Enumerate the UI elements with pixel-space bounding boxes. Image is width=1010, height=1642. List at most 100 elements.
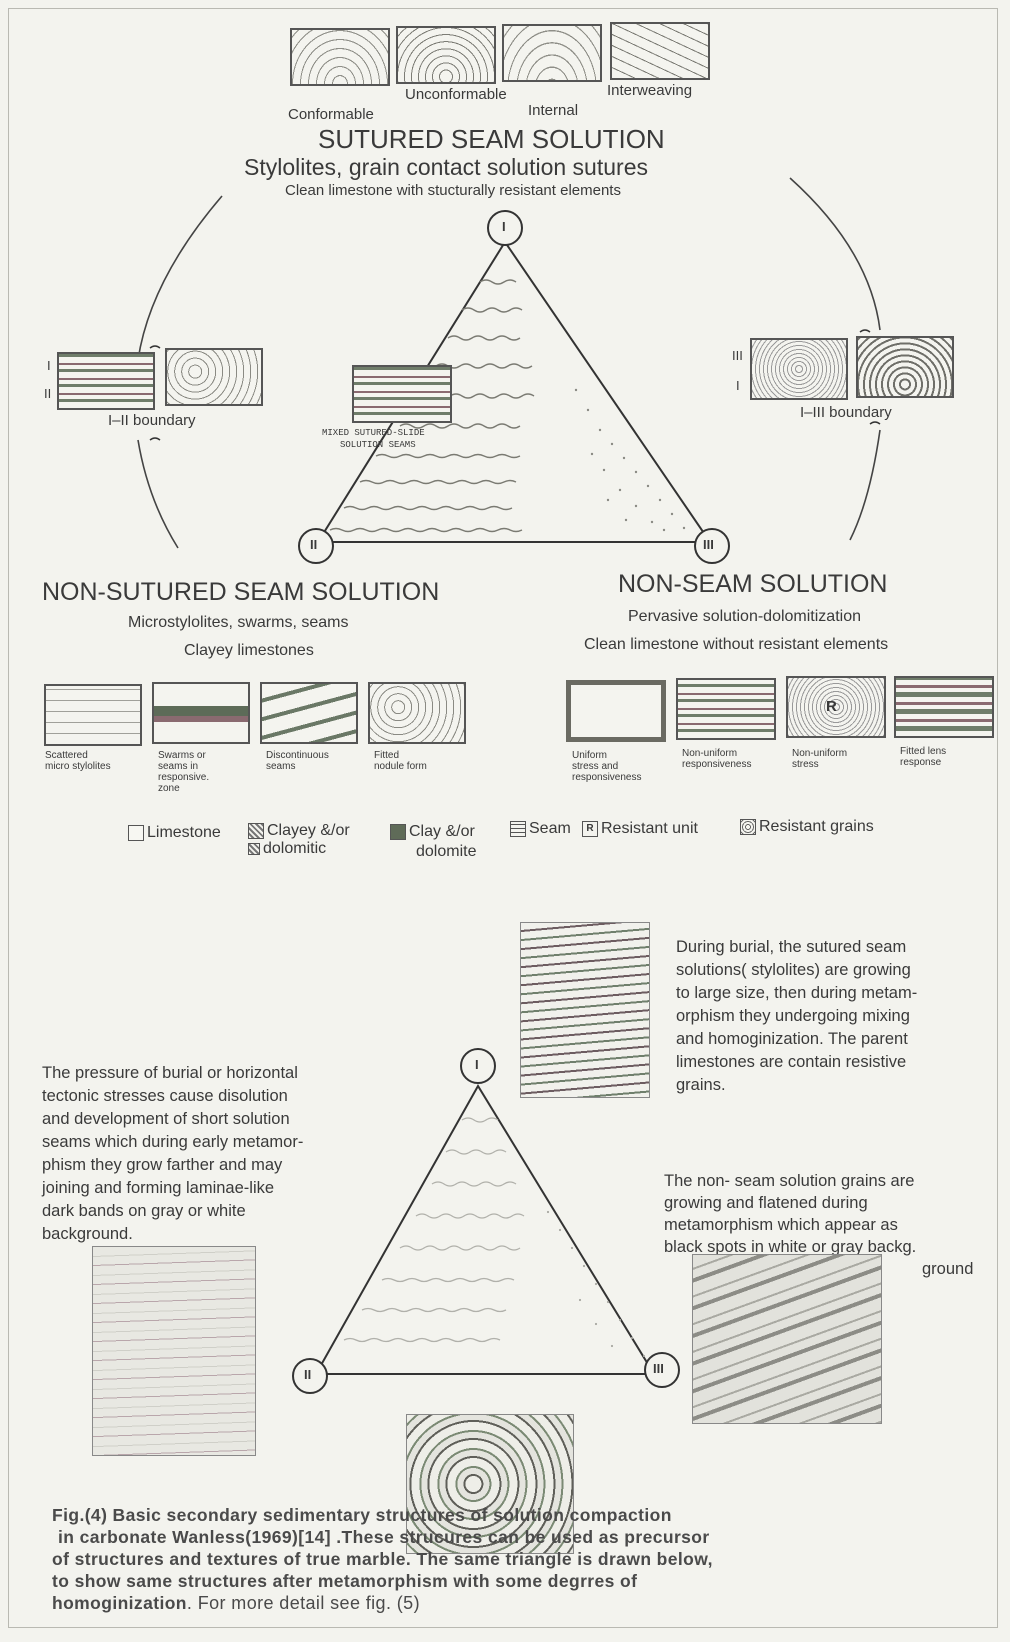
text-right-top-line-3: to large size, then during metam- xyxy=(676,984,918,1002)
lower-vertex-ii-circle xyxy=(292,1358,328,1394)
i-iii-roman-bottom: I xyxy=(736,378,740,393)
i-iii-boundary-label: I–III boundary xyxy=(800,404,892,421)
non-uniform-stress-thumbnail xyxy=(786,676,886,738)
left-arc xyxy=(137,195,223,361)
non-uniform-responsiveness-thumbnail xyxy=(676,678,776,740)
fitted-lens-caption-line1: Fitted lens xyxy=(900,746,947,757)
left-photo-seams xyxy=(92,1246,256,1456)
text-right-top-line-5: and homoginization. The parent xyxy=(676,1030,908,1048)
fitted-nodule-caption: Fitted nodule form xyxy=(374,750,427,772)
upper-vertex-iii-circle xyxy=(694,528,730,564)
scattered-thumbnail xyxy=(44,684,142,746)
non-uniform-responsiveness-caption-line1: Non-uniform xyxy=(682,748,738,759)
legend: Limestone Clayey &/or dolomitic Clay &/o… xyxy=(128,818,928,870)
caption-line-5-text: homoginization xyxy=(52,1593,187,1613)
scattered-caption-line1: Scattered xyxy=(45,750,88,761)
text-right-top-line-2: solutions( stylolites) are growing xyxy=(676,961,911,979)
mixed-seams-label-1: MIXED SUTURED-SLIDE xyxy=(322,428,425,438)
legend-clay-label-2: dolomite xyxy=(416,843,477,860)
internal-thumbnail xyxy=(502,24,602,82)
upper-vertex-ii-label: II xyxy=(310,537,318,552)
non-seam-description: Clean limestone without resistant elemen… xyxy=(584,636,889,653)
conformable-thumbnail xyxy=(290,28,390,86)
text-right-top-line-6: limestones are contain resistive xyxy=(676,1053,907,1071)
lower-triangle xyxy=(314,1084,656,1375)
figure-caption: Fig.(4) Basic secondary sedimentary stru… xyxy=(52,1504,713,1614)
text-left: The pressure of burial or horizontal tec… xyxy=(42,1062,303,1246)
legend-resistant-grains-label: Resistant grains xyxy=(759,818,874,835)
lower-vertex-i-label: I xyxy=(475,1057,479,1072)
figure-frame xyxy=(8,8,998,1628)
text-right-top-line-4: orphism they undergoing mixing xyxy=(676,1007,910,1025)
scattered-caption-line2: micro stylolites xyxy=(45,761,111,772)
text-right-mid-line-2: growing and flatened during xyxy=(664,1194,868,1212)
text-left-line-3: and development of short solution xyxy=(42,1110,290,1128)
legend-clayey-label-2: dolomitic xyxy=(263,840,327,857)
lower-vertex-ii-label: II xyxy=(304,1367,312,1382)
i-ii-boundary-label: I–II boundary xyxy=(108,412,196,429)
non-uniform-responsiveness-caption-line2: responsiveness xyxy=(682,759,752,770)
uniform-stress-caption-line2: stress and xyxy=(572,761,619,772)
i-ii-thumbnail-left xyxy=(57,352,155,410)
fitted-nodule-thumbnail xyxy=(368,682,466,744)
interweaving-thumbnail xyxy=(610,22,710,80)
legend-seam: Seam xyxy=(510,820,571,838)
uniform-stress-caption: Uniform stress and responsiveness xyxy=(572,750,641,783)
legend-limestone: Limestone xyxy=(128,824,221,842)
swarms-caption-line2: seams in xyxy=(158,761,199,772)
clayey-swatch-2 xyxy=(248,842,260,855)
non-uniform-stress-caption-line2: stress xyxy=(792,759,819,770)
upper-vertex-iii-label: III xyxy=(703,537,714,552)
non-uniform-stress-caption: Non-uniform stress xyxy=(792,748,847,770)
caption-line-5: homoginization. For more detail see fig.… xyxy=(52,1592,713,1614)
text-left-line-2: tectonic stresses cause disolution xyxy=(42,1087,288,1105)
mixed-seams-thumbnail xyxy=(352,365,452,423)
unconformable-thumbnail xyxy=(396,26,496,84)
legend-seam-label: Seam xyxy=(529,820,571,837)
swarms-caption-line1: Swarms or xyxy=(158,750,206,761)
text-left-line-4: seams which during early metamor- xyxy=(42,1133,304,1151)
resistant-unit-swatch: R xyxy=(582,820,598,837)
interweaving-label: Interweaving xyxy=(607,82,693,99)
text-right-top: During burial, the sutured seam solution… xyxy=(676,936,917,1097)
lower-vertex-iii-label: III xyxy=(653,1361,664,1376)
right-arc xyxy=(789,177,881,331)
upper-vertex-i-label: I xyxy=(502,219,506,234)
right-photo-spots xyxy=(692,1254,882,1424)
non-uniform-stress-r-mark: R xyxy=(826,698,837,715)
discontinuous-caption-line2: seams xyxy=(266,761,296,772)
caption-line-2: in carbonate Wanless(1969)[14] .These st… xyxy=(58,1527,710,1547)
upper-triangle-diagram xyxy=(137,177,881,564)
text-right-top-line-1: During burial, the sutured seam xyxy=(676,938,907,956)
upper-triangle-seams xyxy=(329,279,535,533)
lower-vertex-iii-circle xyxy=(644,1352,680,1388)
lower-vertex-i-circle xyxy=(460,1048,496,1084)
mixed-seams-label-2: SOLUTION SEAMS xyxy=(340,440,416,450)
text-left-line-7: dark bands on gray or white xyxy=(42,1202,246,1220)
sutured-subtitle: Stylolites, grain contact solution sutur… xyxy=(244,154,648,180)
non-uniform-stress-caption-line1: Non-uniform xyxy=(792,748,848,759)
swarms-caption: Swarms or seams in responsive. zone xyxy=(158,750,209,794)
swarms-caption-line3: responsive. xyxy=(158,772,210,783)
upper-vertex-i-circle xyxy=(487,210,523,246)
fitted-nodule-caption-line2: nodule form xyxy=(374,761,427,772)
lower-triangle-seams xyxy=(343,1117,525,1343)
legend-clayey: Clayey &/or dolomitic xyxy=(248,822,350,858)
upper-vertex-ii-circle xyxy=(298,528,334,564)
sutured-description: Clean limestone with stucturally resista… xyxy=(285,182,621,199)
unconformable-label: Unconformable xyxy=(405,86,507,103)
non-seam-title: NON-SEAM SOLUTION xyxy=(618,570,888,598)
caption-line-3: of structures and textures of true marbl… xyxy=(52,1549,713,1569)
discontinuous-thumbnail xyxy=(260,682,358,744)
legend-limestone-label: Limestone xyxy=(147,824,221,841)
text-left-line-8: background. xyxy=(42,1225,133,1243)
uniform-stress-thumbnail xyxy=(566,680,666,742)
text-left-line-1: The pressure of burial or horizontal xyxy=(42,1064,298,1082)
swarms-caption-line4: zone xyxy=(158,783,180,794)
caption-tail: . For more detail see fig. (5) xyxy=(186,1593,420,1613)
i-iii-thumbnail-left xyxy=(750,338,848,400)
text-right-mid-line-3: metamorphism which appear as xyxy=(664,1216,898,1234)
text-right-mid-line-5: ground xyxy=(922,1260,974,1278)
